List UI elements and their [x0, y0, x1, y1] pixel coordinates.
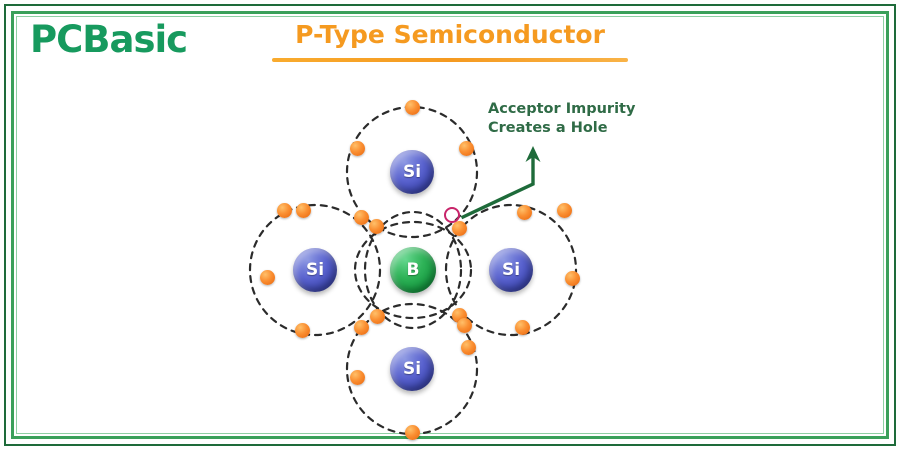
pcbasic-logo: PCBasic — [30, 18, 188, 61]
annotation-text: Acceptor Impurity Creates a Hole — [488, 100, 635, 138]
atom-label: Si — [501, 260, 521, 280]
electron — [349, 140, 365, 156]
page-title: P-Type Semiconductor — [295, 20, 605, 49]
title-underline — [272, 58, 628, 62]
electron — [349, 369, 365, 385]
electron — [516, 204, 532, 220]
atom-si-left: Si — [293, 248, 337, 292]
electron — [456, 317, 472, 333]
electron — [368, 218, 384, 234]
electron — [353, 319, 369, 335]
electron — [404, 99, 420, 115]
atom-label: Si — [402, 359, 422, 379]
arrow-shaft — [460, 155, 535, 220]
atom-si-right: Si — [489, 248, 533, 292]
atom-label: B — [406, 260, 420, 280]
orbit-si-right — [444, 203, 578, 337]
electron — [353, 209, 369, 225]
orbit-b-horizontal — [353, 220, 473, 320]
electron — [259, 269, 275, 285]
atom-si-bottom: Si — [390, 347, 434, 391]
atom-boron-center: B — [390, 247, 436, 293]
arrow-head — [525, 146, 541, 162]
electron — [564, 270, 580, 286]
annotation-line-1: Acceptor Impurity — [488, 101, 636, 117]
electron — [404, 424, 420, 440]
orbit-si-left — [248, 203, 382, 337]
logo-text: PCBasic — [30, 18, 188, 61]
atom-label: Si — [305, 260, 325, 280]
electron — [451, 220, 467, 236]
annotation-line-2: Creates a Hole — [488, 120, 608, 136]
electron — [458, 140, 474, 156]
hole-marker — [444, 207, 460, 223]
electron — [460, 339, 476, 355]
orbit-b-vertical — [363, 210, 463, 330]
electron — [294, 322, 310, 338]
atom-si-top: Si — [390, 150, 434, 194]
electron — [295, 202, 311, 218]
atom-label: Si — [402, 162, 422, 182]
electron — [369, 308, 385, 324]
electron — [276, 202, 292, 218]
electron — [556, 202, 572, 218]
electron — [514, 319, 530, 335]
